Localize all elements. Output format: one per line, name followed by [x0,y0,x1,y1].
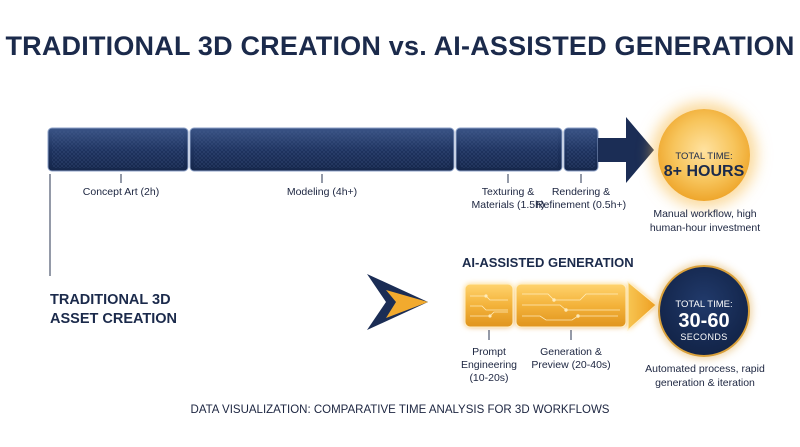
traditional-total-time-badge: TOTAL TIME: 8+ HOURS [658,109,750,201]
stage-label-modeling: Modeling (4h+) [286,186,358,198]
ai-total-time-badge: TOTAL TIME: 30-60 SECONDS [658,265,750,357]
ai-note: Automated process, rapid generation & it… [645,363,765,389]
traditional-timeline-bar [47,117,654,183]
ai-arrow-head [627,280,657,332]
stage-label-concept-art: Concept Art (2h) [82,186,160,198]
stage-bar-prompt-engineering [464,283,514,328]
stage-label-texturing: Texturing & Materials (1.5h) [471,186,545,211]
ai-logo-icon [367,274,428,330]
stage-bar-texturing [455,127,563,172]
stage-bar-generation-preview [515,283,627,328]
traditional-section-label: TRADITIONAL 3D ASSET CREATION [50,292,178,327]
stage-bar-rendering [563,127,599,172]
traditional-arrow-head [598,117,654,183]
stage-label-generation-preview: Generation & Preview (20-40s) [531,346,611,371]
stage-ticks [49,174,582,276]
ai-timeline-bar [464,280,657,332]
ai-stage-ticks [488,330,572,340]
stage-label-prompt-engineering: Prompt Engineering (10-20s) [460,346,518,384]
footer-caption: DATA VISUALIZATION: COMPARATIVE TIME ANA… [190,404,610,416]
stage-label-rendering: Rendering & Refinement (0.5h+) [535,186,627,211]
page-title: TRADITIONAL 3D CREATION vs. AI-ASSISTED … [5,31,795,61]
ai-section-heading: AI-ASSISTED GENERATION [462,255,634,270]
traditional-note: Manual workflow, high human-hour investm… [649,208,761,234]
stage-bar-modeling [189,127,455,172]
stage-bar-concept-art [47,127,189,172]
